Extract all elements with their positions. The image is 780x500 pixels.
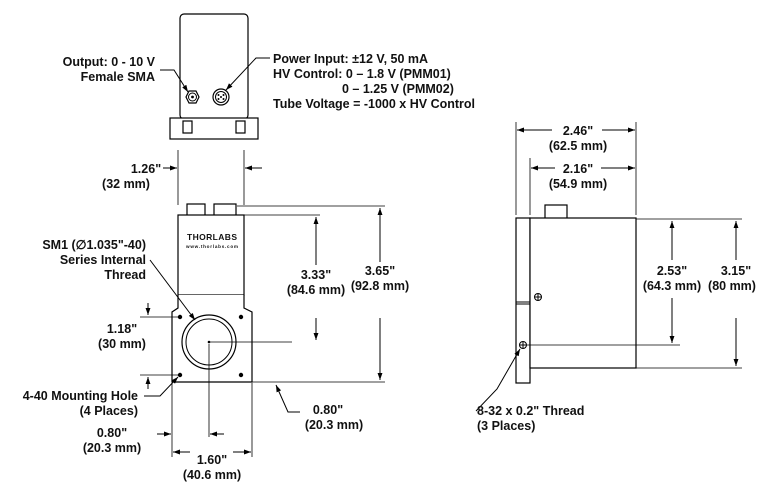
mount-hole-bl xyxy=(177,372,183,378)
thread-label-1: 8-32 x 0.2" Thread xyxy=(477,404,584,418)
top-view: Output: 0 - 10 V Female SMA Power Input:… xyxy=(63,13,475,140)
side-width-outer-mm: (62.5 mm) xyxy=(549,139,607,153)
hole-spacing-mm: (30 mm) xyxy=(98,337,146,351)
output-label-2: Female SMA xyxy=(81,70,155,84)
top-view-slot-left xyxy=(182,120,193,134)
front-view: THORLABS www.thorlabs.com 1.26" (32 mm) … xyxy=(23,150,409,482)
offset-right-in: 0.80" xyxy=(313,403,343,417)
side-height-inner-in: 2.53" xyxy=(657,264,687,278)
width-top-mm: (32 mm) xyxy=(102,177,150,191)
height-inner-mm: (84.6 mm) xyxy=(287,283,345,297)
side-base-plate xyxy=(515,217,531,384)
top-view-slot-right xyxy=(235,120,246,134)
mount-hole-br xyxy=(238,372,244,378)
side-housing xyxy=(529,217,637,369)
mount-label-2: (4 Places) xyxy=(80,404,138,418)
side-width-inner-in: 2.16" xyxy=(563,162,593,176)
thorlabs-logo: THORLABS xyxy=(187,232,237,242)
power-label-2: HV Control: 0 – 1.8 V (PMM01) xyxy=(273,67,451,81)
thorlabs-url: www.thorlabs.com xyxy=(185,244,238,249)
width-bottom-in: 1.60" xyxy=(197,453,227,467)
width-bottom-mm: (40.6 mm) xyxy=(183,468,241,482)
side-height-inner-mm: (64.3 mm) xyxy=(643,279,701,293)
side-width-outer-in: 2.46" xyxy=(563,124,593,138)
side-width-inner-mm: (54.9 mm) xyxy=(549,177,607,191)
side-connector xyxy=(544,204,568,220)
offset-left-mm: (20.3 mm) xyxy=(83,441,141,455)
sm1-label-2: Series Internal xyxy=(60,253,146,267)
power-connector xyxy=(212,88,230,106)
sm1-label-3: Thread xyxy=(104,268,146,282)
width-top-in: 1.26" xyxy=(131,162,161,176)
height-outer-mm: (92.8 mm) xyxy=(351,279,409,293)
mount-hole-tr xyxy=(238,314,244,320)
mount-hole-tl xyxy=(177,314,183,320)
thread-upper xyxy=(534,293,542,301)
power-label-3: 0 – 1.25 V (PMM02) xyxy=(342,82,454,96)
sm1-label-1: SM1 (∅1.035"-40) xyxy=(42,238,146,252)
thread-label-2: (3 Places) xyxy=(477,419,535,433)
side-height-outer-mm: (80 mm) xyxy=(708,279,756,293)
offset-left-in: 0.80" xyxy=(97,426,127,440)
output-leader xyxy=(160,69,189,93)
thread-lower xyxy=(519,341,527,349)
side-view: 2.46" (62.5 mm) 2.16" (54.9 mm) 2.53" (6… xyxy=(475,122,756,433)
hole-spacing-in: 1.18" xyxy=(107,322,137,336)
offset-right-mm: (20.3 mm) xyxy=(305,418,363,432)
power-label-1: Power Input: ±12 V, 50 mA xyxy=(273,52,428,66)
power-label-4: Tube Voltage = -1000 x HV Control xyxy=(273,97,475,111)
height-inner-in: 3.33" xyxy=(301,268,331,282)
side-height-outer-in: 3.15" xyxy=(721,264,751,278)
power-leader xyxy=(225,57,270,91)
front-housing xyxy=(177,214,245,296)
output-label-1: Output: 0 - 10 V xyxy=(63,55,156,69)
sma-connector xyxy=(185,90,200,104)
mount-label-1: 4-40 Mounting Hole xyxy=(23,389,138,403)
height-outer-in: 3.65" xyxy=(365,264,395,278)
